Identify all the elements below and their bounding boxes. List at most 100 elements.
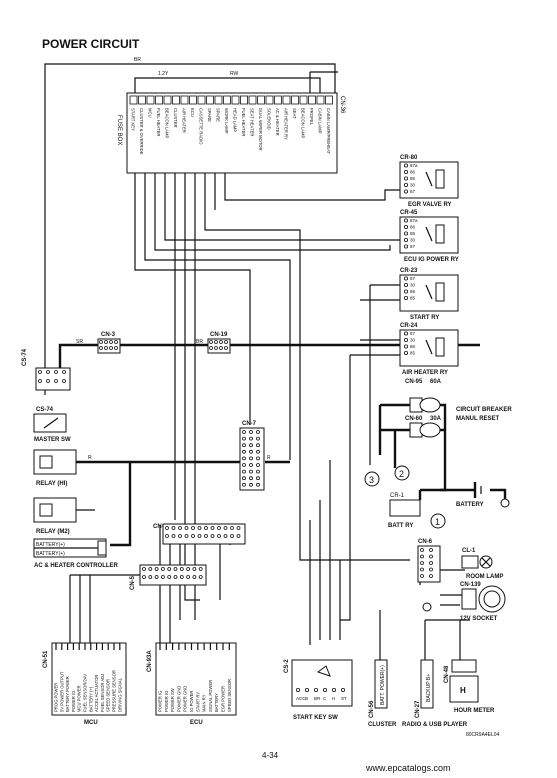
connector-pin: [224, 346, 228, 350]
ac-heater-controller: BATTERY(+) BATTERY(+) AC & HEATER CONTRO…: [33, 538, 119, 569]
breaker-label-1: CIRCUIT BREAKER: [456, 407, 512, 413]
relay-pin: [403, 282, 408, 287]
relay-coil: [435, 224, 445, 244]
hour-meter-label: HOUR METER: [454, 708, 495, 714]
radio-id: CN-27: [415, 700, 421, 718]
connector-pin: [142, 575, 146, 579]
connector-pin: [256, 436, 260, 441]
fuse-slot: [214, 95, 223, 105]
pin-label: START RY: [195, 692, 200, 712]
pin-label: SIGNAL POWER: [208, 680, 213, 712]
fuse-slot: [240, 95, 248, 105]
connector-pin: [197, 526, 202, 530]
relay-pin-label: 87: [410, 331, 416, 336]
cn3-label: CN-3: [101, 332, 116, 338]
key-position: ACC: [296, 696, 306, 701]
connector-pin: [420, 574, 424, 578]
relay-pin: [403, 350, 408, 355]
wire-label-4: RW: [230, 71, 239, 77]
battery-cr: CR-1: [390, 493, 405, 499]
callout-3: 3: [369, 475, 374, 485]
fuse-label: CABIN LAMP: [318, 108, 323, 134]
pin-label: PROG POWER: [54, 683, 59, 712]
connector-pin: [104, 346, 108, 350]
fuse-slot: [265, 95, 274, 105]
key-terminal: [340, 688, 345, 693]
connector-pin: [256, 430, 260, 434]
connector-pin: [171, 526, 176, 530]
connector-pin: [217, 526, 221, 530]
relay-contact: [425, 226, 433, 242]
fuse-label: SOLENOID: [267, 108, 272, 130]
connector-pin: [214, 346, 218, 350]
fuse-label: CABIN LAMP/PREHEAT: [326, 108, 331, 154]
connector-pin: [249, 430, 253, 434]
relay-cr45-name: ECU IG POWER RY: [404, 257, 459, 263]
wire-label-6: BR: [196, 339, 203, 345]
connector-pin: [420, 567, 424, 572]
connector-pin: [154, 567, 159, 571]
fuse-label: SPARE: [207, 108, 212, 122]
key-position: H: [332, 696, 335, 701]
connector-pin: [256, 476, 260, 481]
relay-coil: [435, 282, 445, 302]
fuse-slot: [248, 95, 257, 105]
connector-pin: [249, 449, 253, 454]
cn6-label: CN-6: [418, 539, 433, 545]
cluster: CN-56 BATT. POWER(+) CLUSTER: [368, 659, 397, 728]
connector-pin: [236, 526, 241, 530]
relay-cr23: CR-23 START RY: [399, 268, 459, 321]
connector-pin: [114, 340, 118, 344]
connector-pin: [429, 554, 433, 559]
connector-pin: [167, 575, 172, 579]
connector-pin: [249, 456, 253, 461]
watermark: www.epcatalogs.com: [365, 763, 451, 773]
pin-label: EGR POWER: [221, 686, 226, 712]
relay-cr24: CR-24 AIR HEATER RY: [399, 323, 459, 376]
cluster-pin: BATT. POWER(+): [380, 665, 386, 705]
connector-cn6: CN-6: [417, 539, 441, 583]
connector-pin: [249, 436, 253, 441]
connector-pin: [242, 436, 246, 441]
pin-label: POWER GND: [183, 686, 188, 712]
wire-labels: BR 1.2Y RW SR BR R R: [76, 57, 271, 461]
start-key-id: CS-2: [284, 659, 290, 673]
connector-pin: [256, 456, 260, 461]
connector-pin: [148, 575, 153, 579]
connector-cs74: CS-74: [22, 348, 71, 391]
connector-pin: [242, 463, 246, 467]
fuse-label: HEAD LAMP: [233, 108, 238, 132]
fuse-slot: [274, 95, 282, 105]
socket-label: 12V SOCKET: [460, 616, 498, 622]
connector-pin: [197, 534, 202, 538]
wire-label-13: R: [267, 455, 271, 461]
pin-label: IG POWER: [189, 691, 194, 712]
fuse-slot: [257, 95, 265, 105]
connector-pin: [198, 567, 203, 571]
fuse-box-connector: CN-36: [339, 96, 345, 114]
pin-label: PRESSURE SENSOR: [112, 670, 117, 712]
cn19-label: CN-19: [210, 332, 228, 338]
connector-pin: [219, 340, 223, 344]
connector-pin: [62, 370, 66, 374]
fuse-slot: [172, 95, 180, 105]
master-sw-label: MASTER SW: [34, 437, 71, 443]
connector-pin: [242, 469, 246, 474]
pin-label: SPEED SENSOR: [227, 679, 232, 712]
connector-pin: [192, 575, 197, 579]
connector-pin: [54, 370, 58, 374]
connector-pin: [54, 379, 58, 383]
ac-label: AC & HEATER CONTROLLER: [34, 563, 119, 569]
connector-pin: [38, 370, 42, 374]
key-terminal: [331, 688, 336, 693]
key-terminal: [322, 688, 327, 693]
connector-pin: [230, 534, 234, 538]
connector-pin: [104, 340, 108, 344]
fuse-label: BEACON LAMP: [165, 108, 170, 138]
relay-coil: [435, 337, 445, 357]
breaker-1-id: CN-95: [405, 379, 423, 385]
connector-pin: [420, 561, 424, 565]
relay-group: CR-80 EGR VALVE RY CR-45 ECU IG POWER RY…: [399, 155, 459, 376]
fuse-label: WORK LAMP: [224, 108, 229, 134]
